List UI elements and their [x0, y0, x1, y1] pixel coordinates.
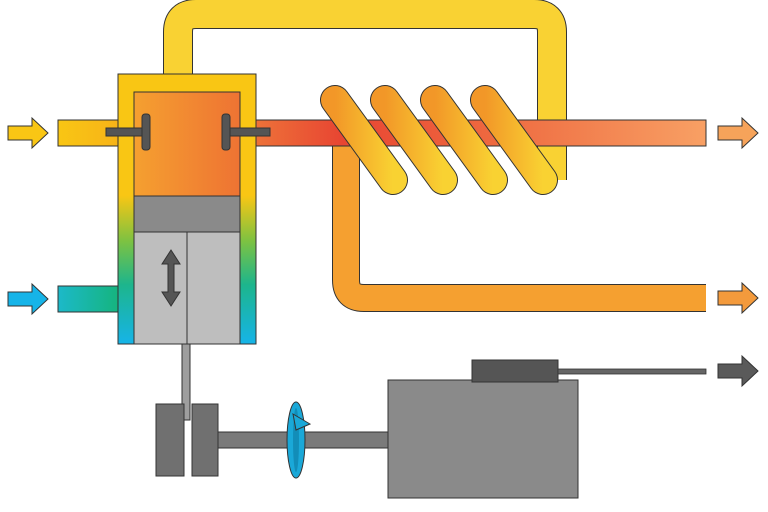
crank-disc-right [191, 403, 219, 477]
exhaust-output-arrow-icon [717, 116, 759, 150]
heated-water-output-arrow-icon [717, 281, 759, 315]
exhaust-valve [221, 113, 271, 151]
heat-exchanger-coil [320, 85, 558, 195]
water-input-arrow-icon [7, 282, 49, 316]
crank-disc-left [155, 403, 185, 477]
intake-valve [105, 113, 151, 151]
heated-water-pipe-fill [333, 140, 706, 311]
generator [387, 379, 579, 499]
connecting-rod [181, 343, 191, 421]
water-inlet-pipe [57, 285, 121, 313]
fuel-input-arrow-icon [7, 116, 49, 150]
electric-output-arrow-icon [717, 354, 759, 388]
generator-terminal [471, 359, 559, 383]
top-return-pipe-fill [164, 0, 566, 180]
power-cable [557, 368, 707, 375]
cylinder-head [133, 195, 241, 233]
double-arrow-vertical-icon [161, 249, 181, 307]
rotation-arrow-icon [286, 401, 312, 479]
